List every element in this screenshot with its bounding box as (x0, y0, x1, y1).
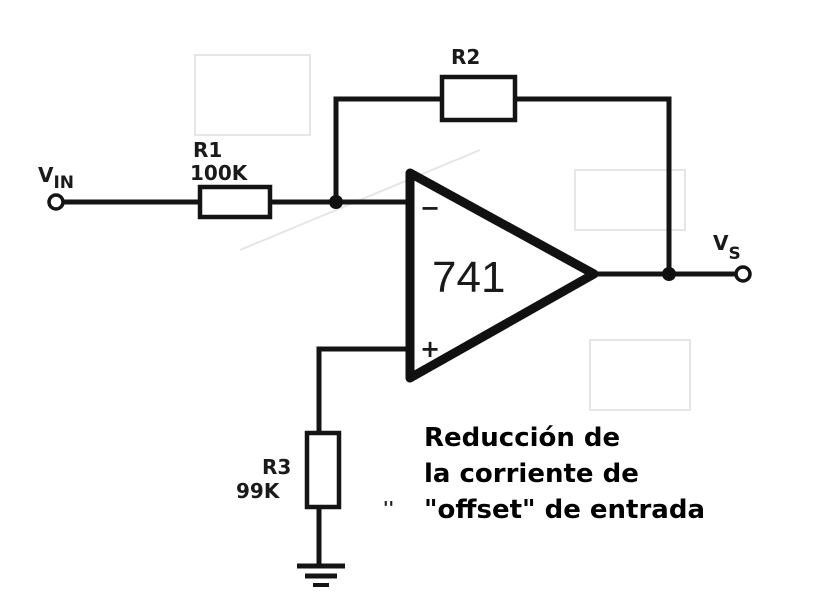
opamp-noninverting-sign: + (420, 335, 440, 363)
r1-label: R1 (193, 138, 222, 162)
junction-inverting-node (329, 195, 343, 209)
caption-line-3: "offset" de entrada (424, 495, 705, 525)
r3-value: 99K (236, 479, 281, 503)
caption: Reducción de la corriente de "offset" de… (424, 420, 705, 528)
r3-label: R3 (262, 455, 291, 479)
input-terminal (47, 193, 65, 211)
ground-icon (297, 563, 345, 587)
resistor-r2 (439, 74, 518, 123)
output-label-sub: S (728, 244, 740, 264)
opamp-inverting-sign: − (420, 194, 440, 222)
r1-value: 100K (190, 161, 249, 185)
opamp-triangle (405, 168, 599, 383)
output-label-main: V (713, 231, 729, 255)
stray-mark: '' (383, 498, 394, 519)
input-label-sub: IN (53, 173, 74, 193)
resistor-r3 (304, 430, 342, 510)
resistor-r1 (197, 184, 273, 220)
r2-label: R2 (451, 45, 480, 69)
caption-line-1: Reducción de (424, 423, 621, 453)
wire-feedback (333, 96, 672, 277)
output-terminal-label: VS (713, 231, 741, 264)
wire-noninverting (316, 346, 411, 436)
opamp-label: 741 (432, 253, 505, 302)
caption-line-2: la corriente de (424, 459, 639, 489)
output-terminal (734, 265, 752, 283)
input-terminal-label: VIN (38, 163, 74, 193)
input-label-main: V (38, 163, 54, 187)
junction-output-node (662, 267, 676, 281)
